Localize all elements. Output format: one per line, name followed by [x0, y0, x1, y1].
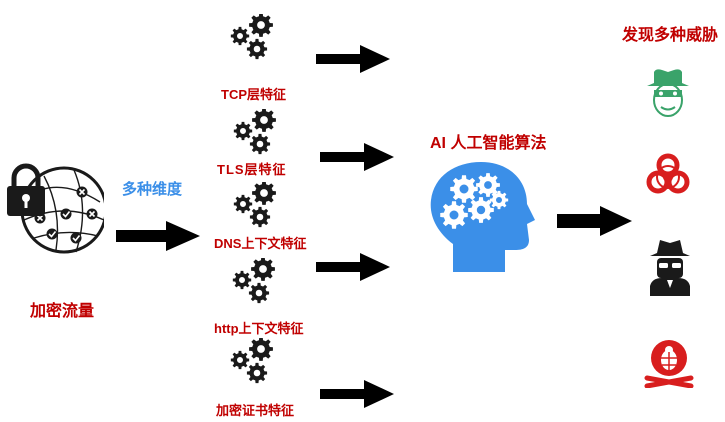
- hacker-icon: [646, 66, 690, 118]
- spy-icon: [648, 238, 692, 296]
- arrow-tcp: [316, 45, 390, 73]
- feature-label-tcp: TCP层特征: [221, 87, 287, 102]
- source-label: 加密流量: [30, 303, 95, 320]
- biohazard-icon: [645, 152, 691, 198]
- feature-label-http: http上下文特征: [214, 321, 304, 336]
- gears-icon: [230, 338, 280, 388]
- arrow-source-to-features: [116, 221, 200, 251]
- brain-gears-head-icon: [425, 160, 535, 278]
- threats-title: 发现多种威胁: [622, 27, 719, 44]
- feature-label-cert: 加密证书特征: [216, 403, 295, 418]
- gears-icon: [233, 109, 283, 159]
- arrow-ai-to-threats: [557, 206, 632, 236]
- gears-icon: [233, 182, 283, 232]
- feature-label-dns: DNS上下文特征: [214, 236, 307, 251]
- arrow-tls: [320, 143, 394, 171]
- gears-icon: [230, 14, 280, 64]
- arrow-http: [316, 253, 390, 281]
- feature-label-tls: TLS层特征: [217, 162, 287, 177]
- encrypted-network-lock-icon: [4, 158, 104, 258]
- dimensions-label: 多种维度: [122, 181, 183, 198]
- arrow-cert: [320, 380, 394, 408]
- ai-label: AI 人工智能算法: [430, 135, 547, 152]
- gears-icon: [232, 258, 282, 308]
- malware-skull-icon: [643, 338, 695, 388]
